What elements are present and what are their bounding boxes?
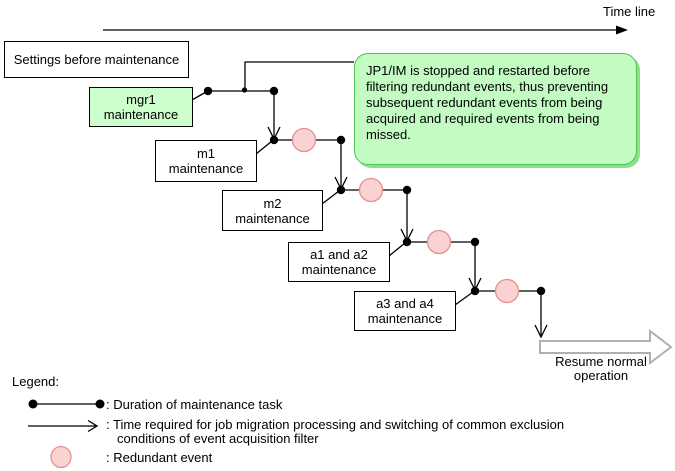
redundant-event-icon-2 (358, 177, 384, 203)
a1-a2-box-tail (388, 242, 406, 257)
m1-box-tail (255, 140, 273, 155)
legend-redundant-label: : Redundant event (106, 450, 213, 465)
timeline-label: Time line (603, 4, 656, 19)
task-box-a1-a2: a1 and a2 maintenance (288, 242, 390, 282)
migration-arrowhead-5-icon (534, 324, 548, 339)
task-box-m2: m2 maintenance (222, 190, 323, 231)
legend-migration-arrowhead-icon (87, 419, 99, 433)
settings-before-maintenance-box: Settings before maintenance (4, 41, 189, 78)
task-dot (402, 185, 412, 195)
legend-migration-label-line2: conditions of event acquisition filter (117, 431, 319, 446)
legend-duration-dot (28, 399, 38, 409)
task-box-a3-a4: a3 and a4 maintenance (354, 291, 456, 331)
legend-title: Legend: (12, 374, 59, 389)
mgr1-box-tail (191, 91, 207, 101)
resume-operation-label: Resume normal operation (555, 354, 647, 383)
task-dot (203, 86, 213, 96)
task-dot (402, 237, 412, 247)
redundant-event-icon-1 (291, 127, 317, 153)
task-dot (470, 286, 480, 296)
task-dot (336, 135, 346, 145)
task-box-m1: m1 maintenance (155, 140, 257, 182)
task-dot (536, 286, 546, 296)
legend-migration-label-line1: : Time required for job migration proces… (106, 417, 565, 432)
callout-junction-dot (241, 87, 248, 93)
m2-box-tail (321, 190, 340, 205)
task-dot (336, 185, 346, 195)
redundant-event-icon-4 (494, 278, 520, 304)
task-dot (269, 135, 279, 145)
redundant-event-icon-3 (426, 229, 452, 255)
timeline-arrowhead-icon (616, 25, 628, 35)
legend-redundant-event-icon (50, 445, 72, 469)
callout-bubble: JP1/IM is stopped and restarted before f… (354, 53, 637, 165)
a3-a4-box-tail (454, 291, 474, 306)
task-box-mgr1: mgr1 maintenance (89, 87, 193, 127)
task-dot (269, 86, 279, 96)
callout-connector-line (244, 61, 354, 89)
task-dot (470, 237, 480, 247)
resume-operation-arrow-icon (539, 328, 673, 366)
legend-duration-dot (95, 399, 105, 409)
legend-duration-label: : Duration of maintenance task (106, 397, 283, 412)
